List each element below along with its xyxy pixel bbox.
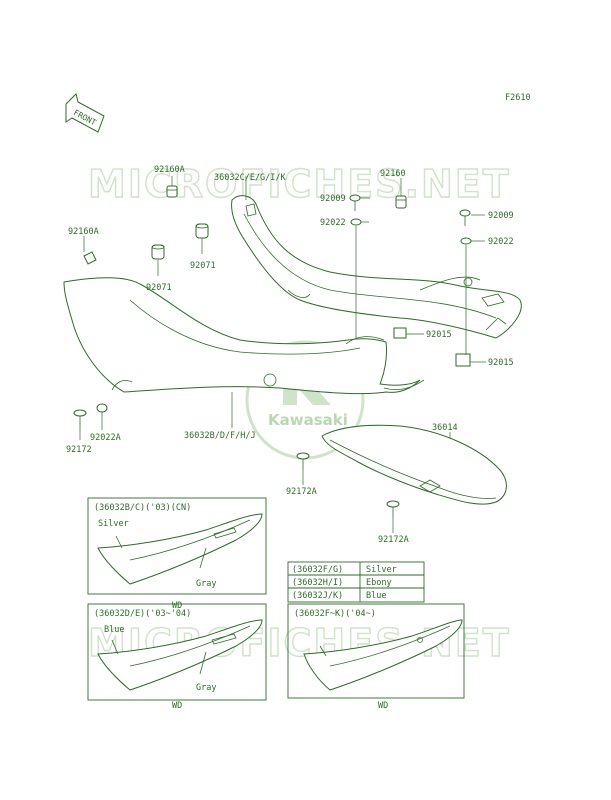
- label-92160a-top: 92160A: [154, 165, 185, 175]
- color-table: [287, 561, 425, 603]
- svg-text:Silver: Silver: [98, 519, 129, 529]
- label-36032-cegik: 36032C/E/G/I/K: [214, 173, 287, 183]
- label-92022-a: 92022: [320, 218, 346, 228]
- inset-36032f-k-04: (36032F~K)('04~) WD: [287, 603, 465, 711]
- svg-text:Gray: Gray: [196, 579, 216, 589]
- bolt-92172a-b: [386, 500, 400, 517]
- washer-92022-b: [460, 237, 472, 245]
- svg-text:WD: WD: [172, 701, 182, 711]
- svg-text:(36032B/C)('03)(CN): (36032B/C)('03)(CN): [94, 503, 191, 513]
- clip-nut-92015-b: [455, 353, 471, 367]
- bolt-92172a-a: [296, 452, 310, 469]
- label-92022-b: 92022: [488, 237, 514, 247]
- label-92172a-a: 92172A: [286, 487, 317, 497]
- grommet-92160: [395, 195, 407, 209]
- side-cover-upper: [231, 195, 522, 339]
- color-table-color-1: Silver: [366, 565, 397, 575]
- front-arrow-icon: FRONT: [65, 93, 105, 133]
- label-92071-a: 92071: [146, 283, 172, 293]
- leader-lines: [79, 176, 486, 533]
- washer-92022a: [96, 403, 108, 413]
- label-92160a-left: 92160A: [68, 227, 99, 237]
- clip-nut-92015-a: [393, 327, 407, 339]
- svg-text:(36032F~K)('04~): (36032F~K)('04~): [294, 609, 376, 619]
- label-92015-a: 92015: [426, 330, 452, 340]
- grommet-92160a-left: [83, 251, 97, 265]
- screw-92009-b: [459, 209, 471, 226]
- label-92160: 92160: [380, 169, 406, 179]
- label-92071-b: 92071: [190, 261, 216, 271]
- inset-36032bc-03-cn: (36032B/C)('03)(CN) Silver Gray WD: [87, 497, 267, 611]
- washer-92022-a: [350, 218, 362, 226]
- side-cover-lower: [63, 277, 425, 395]
- grommet-92071-b: [195, 223, 209, 239]
- label-36032-bdfhj: 36032B/D/F/H/J: [184, 431, 256, 441]
- svg-text:WD: WD: [172, 601, 182, 611]
- inset-36032de-03-04: (36032D/E)('03~'04) Blue Gray WD: [87, 603, 267, 711]
- label-36014: 36014: [432, 423, 458, 433]
- tail-cover: [321, 424, 507, 505]
- color-table-code-3: (36032J/K): [292, 591, 343, 601]
- svg-text:Blue: Blue: [104, 625, 124, 635]
- figure-code: F2610: [505, 93, 531, 103]
- color-table-color-3: Blue: [366, 591, 386, 601]
- label-92015-b: 92015: [488, 358, 514, 368]
- svg-text:Gray: Gray: [196, 683, 216, 693]
- label-92009-a: 92009: [320, 194, 346, 204]
- bolt-92172: [73, 409, 87, 430]
- grommet-92160a-top: [166, 185, 178, 198]
- color-table-color-2: Ebony: [366, 578, 392, 588]
- svg-text:Kawasaki: Kawasaki: [268, 411, 348, 429]
- label-92022a: 92022A: [90, 433, 121, 443]
- color-table-code-2: (36032H/I): [292, 578, 343, 588]
- watermark-top: MICROFICHES.NET: [88, 162, 511, 206]
- svg-text:WD: WD: [378, 701, 388, 711]
- label-92172a-b: 92172A: [378, 535, 409, 545]
- grommet-92071-a: [151, 244, 165, 260]
- label-92172: 92172: [66, 445, 92, 455]
- label-92009-b: 92009: [488, 211, 514, 221]
- color-table-code-1: (36032F/G): [292, 565, 343, 575]
- svg-text:(36032D/E)('03~'04): (36032D/E)('03~'04): [94, 609, 191, 619]
